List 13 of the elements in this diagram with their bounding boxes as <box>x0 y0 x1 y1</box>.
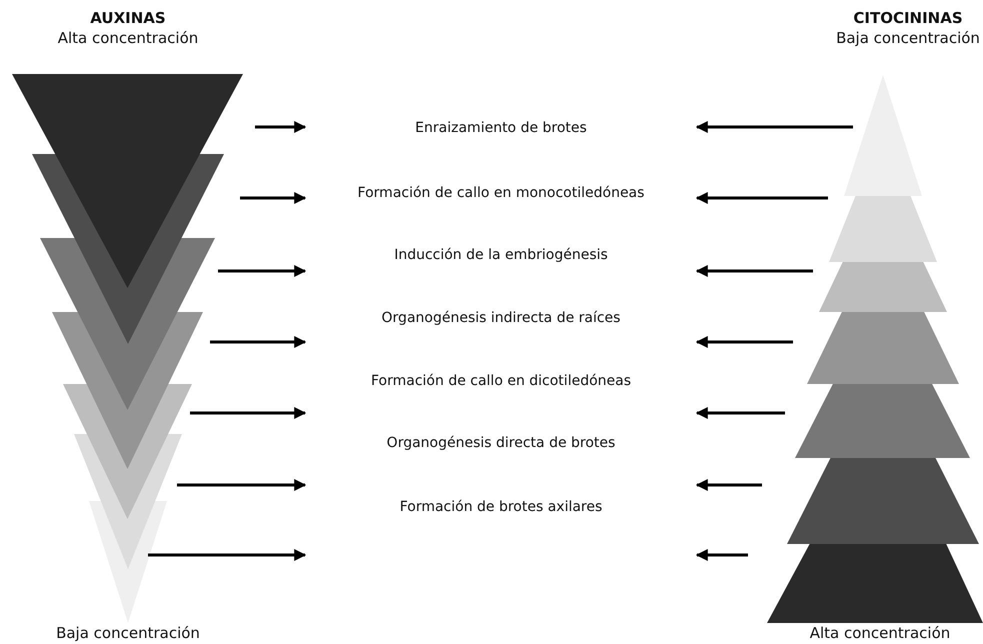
concentration-label: Baja concentración <box>836 28 980 48</box>
concentration-label: Alta concentración <box>58 28 198 48</box>
outcome-text: Inducción de la embriogénesis <box>394 246 608 265</box>
outcome-text: Formación de callo en dicotiledóneas <box>371 372 631 391</box>
outcome-text: Organogénesis directa de brotes <box>386 434 616 453</box>
outcome-text: Formación de callo en monocotiledóneas <box>358 184 644 203</box>
concentration-label: Baja concentración <box>56 623 200 643</box>
hormone-heading: CITOCININAS <box>853 8 963 28</box>
hormone-heading: AUXINAS <box>90 8 166 28</box>
concentration-label: Alta concentración <box>810 623 950 643</box>
outcome-text: Organogénesis indirecta de raíces <box>382 309 620 328</box>
outcome-text: Formación de brotes axilares <box>400 498 602 517</box>
outcome-text: Enraizamiento de brotes <box>415 119 587 138</box>
